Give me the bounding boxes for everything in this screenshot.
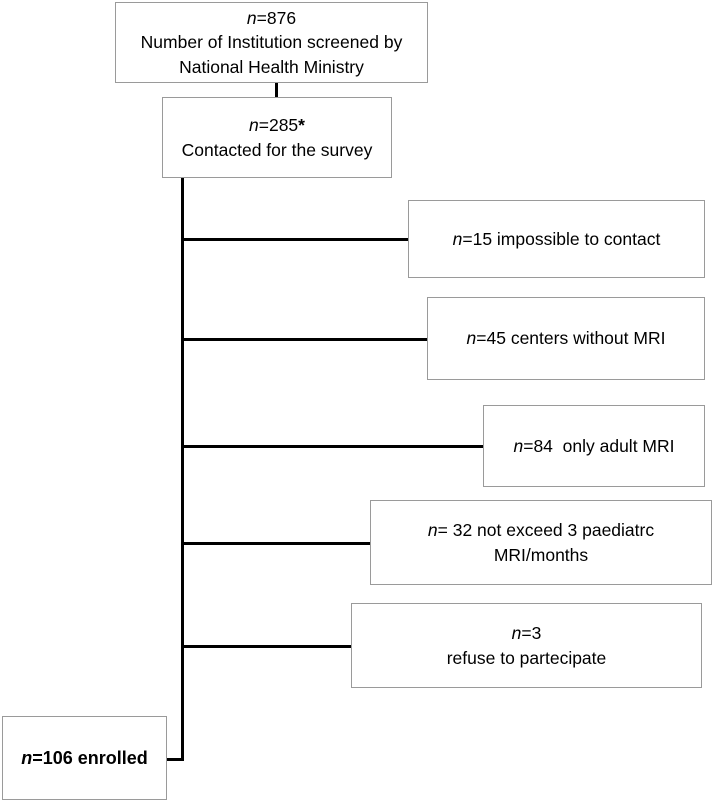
node-excl-5-line1: n=3 (512, 621, 542, 645)
n-symbol: n (246, 8, 257, 29)
connector-branch-exclusion-2 (181, 338, 429, 341)
node-excl-2-text: n=45 centers without MRI (467, 326, 666, 350)
node-contacted-line1: Contacted for the survey (181, 139, 373, 160)
n-value: =106 enrolled (32, 747, 148, 768)
n-symbol: n (466, 328, 477, 349)
n-value: =3 (521, 623, 542, 644)
node-screened-line1: Number of Institution screened by (140, 32, 403, 53)
node-exclusion-not-exceed-3-paediatric-mri: n= 32 not exceed 3 paediatrc MRI/months (370, 500, 712, 585)
n-symbol: n (511, 623, 522, 644)
node-excl-5-line2: refuse to partecipate (446, 647, 607, 668)
asterisk-marker: * (298, 115, 305, 136)
n-value: =84 only adult MRI (523, 435, 675, 456)
connector-branch-exclusion-4 (181, 542, 372, 545)
node-screened-line2: National Health Ministry (179, 56, 364, 77)
n-value: =45 centers without MRI (476, 328, 666, 349)
connector-spine-to-enrolled (165, 758, 184, 761)
node-excl-3-text: n=84 only adult MRI (514, 434, 675, 458)
n-symbol: n (21, 747, 33, 768)
n-symbol: n (452, 228, 463, 249)
connector-screened-to-contacted (275, 83, 278, 98)
connector-branch-exclusion-3 (181, 445, 485, 448)
n-symbol: n (513, 435, 524, 456)
node-enrolled-text: n=106 enrolled (21, 746, 148, 771)
n-value: =876 (256, 8, 297, 29)
n-value: =15 impossible to contact (462, 228, 661, 249)
n-symbol: n (249, 115, 259, 136)
node-contacted-for-survey: n=285* Contacted for the survey (162, 97, 392, 178)
n-value: = 32 not exceed 3 paediatrc (437, 520, 655, 541)
connector-branch-exclusion-5 (181, 645, 353, 648)
node-enrolled: n=106 enrolled (2, 716, 167, 800)
node-screened-count: n=876 (247, 6, 296, 30)
node-exclusion-refuse-to-participate: n=3 refuse to partecipate (351, 603, 702, 688)
node-contacted-count: n=285* (249, 113, 305, 137)
node-exclusion-centers-without-mri: n=45 centers without MRI (427, 297, 705, 380)
node-exclusion-impossible-to-contact: n=15 impossible to contact (408, 200, 705, 278)
connector-branch-exclusion-1 (181, 238, 410, 241)
node-exclusion-only-adult-mri: n=84 only adult MRI (483, 405, 705, 487)
n-value: =285 (258, 115, 299, 136)
connector-main-spine (181, 178, 184, 761)
node-excl-4-line1: n= 32 not exceed 3 paediatrc (428, 518, 654, 542)
node-excl-1-text: n=15 impossible to contact (453, 227, 661, 251)
node-institutions-screened: n=876 Number of Institution screened by … (115, 2, 428, 83)
n-symbol: n (427, 520, 438, 541)
node-excl-4-line2: MRI/months (493, 544, 589, 565)
